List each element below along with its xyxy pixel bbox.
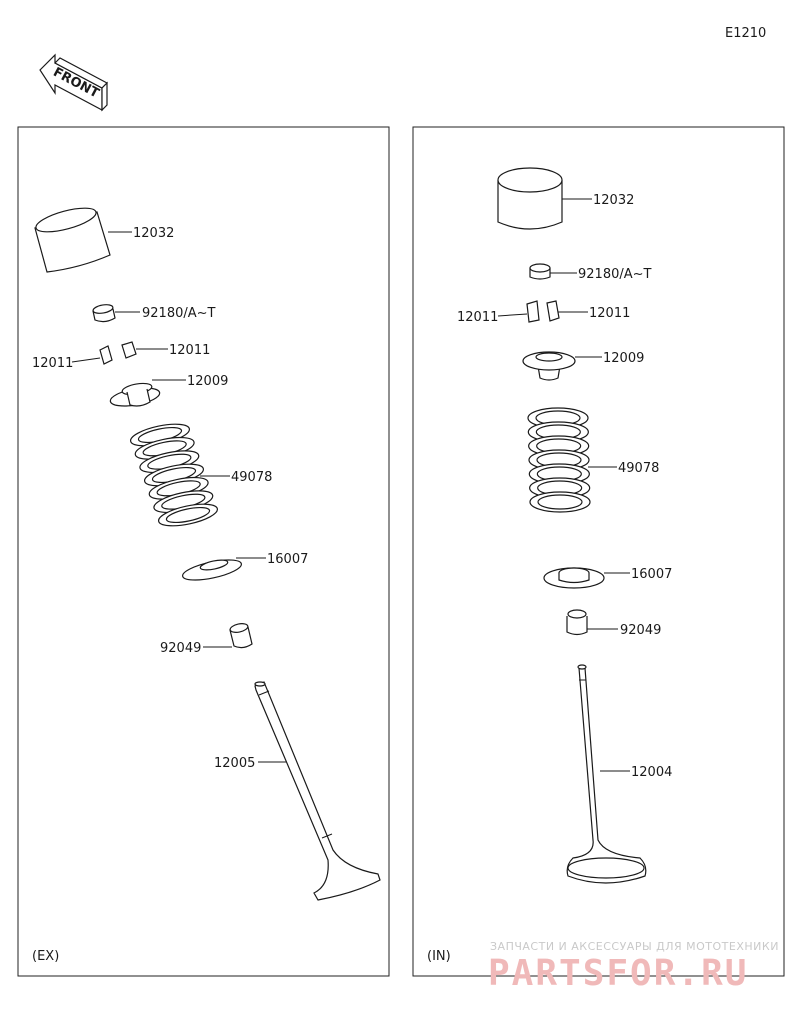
cotter-ex-right <box>121 341 137 359</box>
seal-in <box>566 609 588 636</box>
shim-ex <box>92 304 116 323</box>
valve-in <box>566 664 647 884</box>
label-ex-spring: 49078 <box>231 470 272 485</box>
spring-coil <box>537 494 583 510</box>
spring-coil <box>165 506 211 524</box>
tappet-ex <box>34 207 111 273</box>
label-in-cotter-left: 12011 <box>457 310 498 325</box>
tappet-in <box>497 167 563 230</box>
cotter-ex-left <box>99 345 113 365</box>
label-ex-retainer: 12009 <box>187 374 228 389</box>
cotter-in-right <box>546 300 560 322</box>
panel-ex-tag: (EX) <box>32 949 59 964</box>
seat-in <box>543 567 605 589</box>
watermark-brand: PARTSFOR.RU <box>488 953 748 994</box>
retainer-in <box>522 351 576 381</box>
label-ex-valve: 12005 <box>214 756 255 771</box>
panel-in <box>412 126 785 977</box>
panel-ex <box>17 126 390 977</box>
page-code: E1210 <box>725 26 766 41</box>
label-in-retainer: 12009 <box>603 351 644 366</box>
label-in-cotter-right: 12011 <box>589 306 630 321</box>
label-ex-cotter-right: 12011 <box>169 343 210 358</box>
label-ex-shim: 92180/A~T <box>142 306 216 321</box>
seat-ex <box>182 559 242 581</box>
shim-in <box>529 263 551 280</box>
retainer-ex <box>109 382 161 407</box>
spring-in <box>527 407 591 513</box>
cotter-in-left <box>526 300 540 323</box>
label-ex-seal: 92049 <box>160 641 201 656</box>
label-in-seal: 92049 <box>620 623 661 638</box>
label-ex-seat: 16007 <box>267 552 308 567</box>
valve-ex <box>254 681 381 901</box>
label-ex-tappet: 12032 <box>133 226 174 241</box>
label-in-tappet: 12032 <box>593 193 634 208</box>
label-in-valve: 12004 <box>631 765 672 780</box>
label-in-spring: 49078 <box>618 461 659 476</box>
label-in-seat: 16007 <box>631 567 672 582</box>
panel-in-tag: (IN) <box>427 949 451 964</box>
watermark-subtitle: ЗАПЧАСТИ И АКСЕССУАРЫ ДЛЯ МОТОТЕХНИКИ <box>490 940 779 953</box>
spring-ex <box>129 423 219 527</box>
seal-ex <box>229 623 253 649</box>
label-in-shim: 92180/A~T <box>578 267 652 282</box>
label-ex-cotter-left: 12011 <box>32 356 73 371</box>
front-arrow-icon: FRONT <box>39 53 108 112</box>
